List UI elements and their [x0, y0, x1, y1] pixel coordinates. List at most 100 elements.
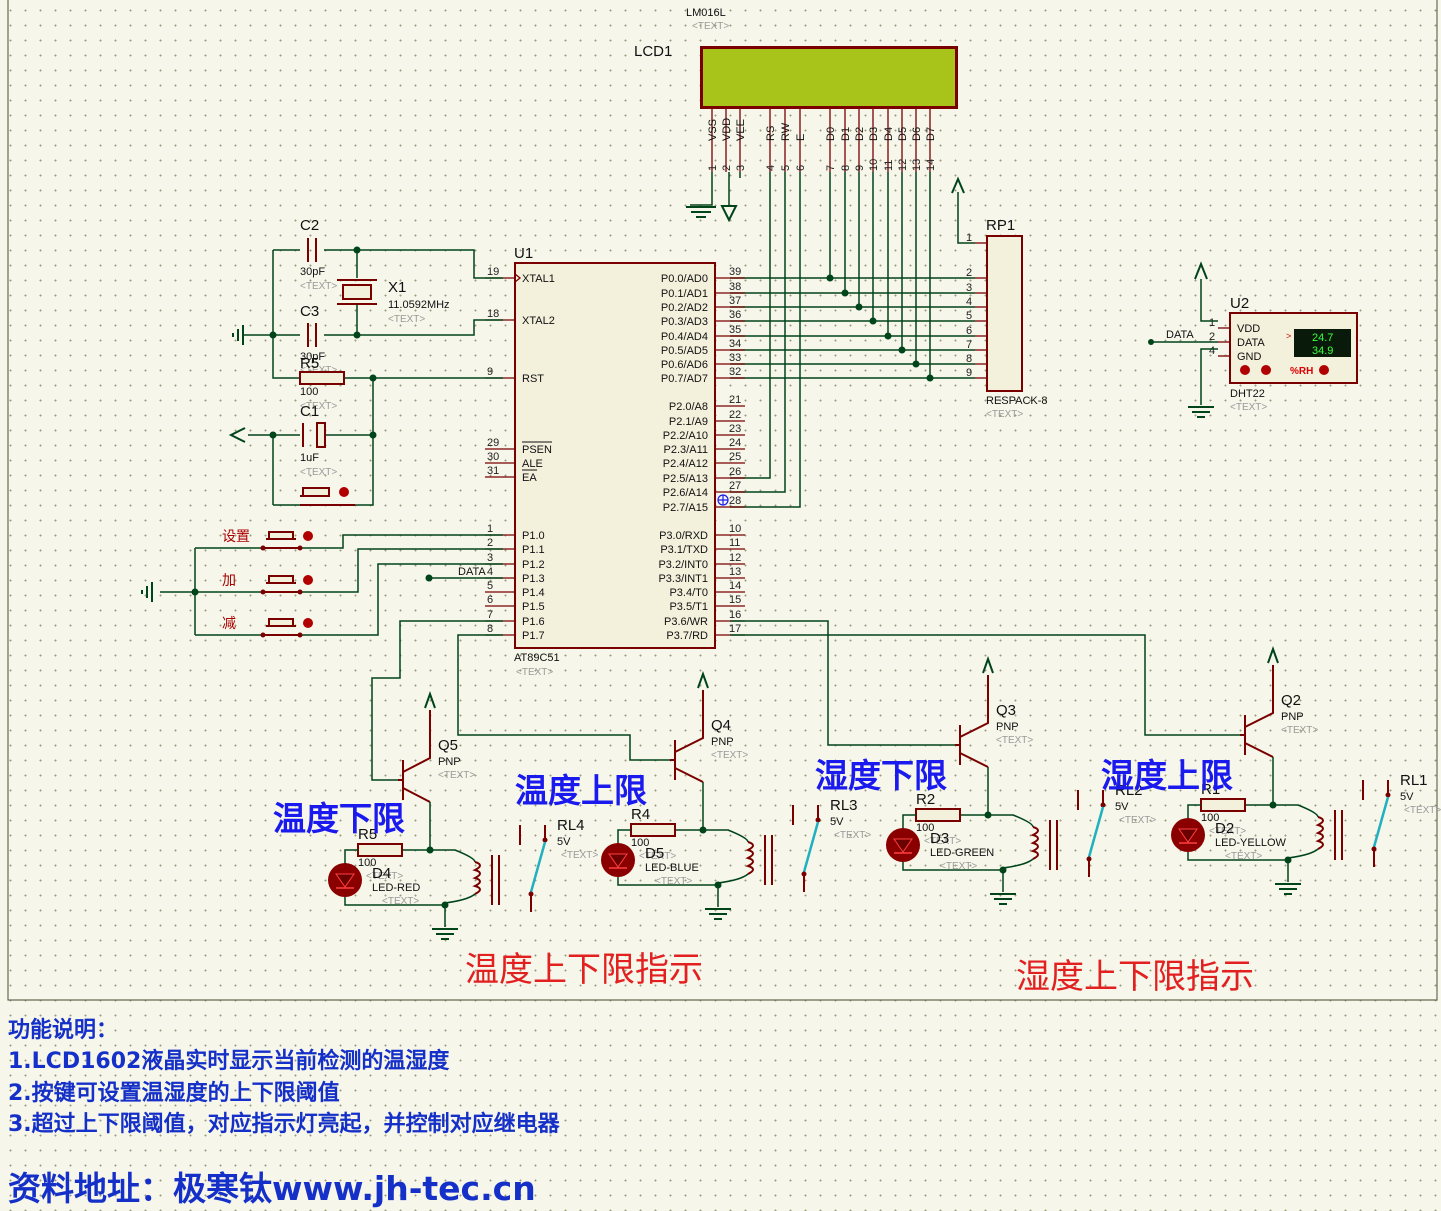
- key-set-button[interactable]: 设置: [222, 529, 313, 551]
- resistor-text: <TEXT>: [366, 871, 403, 882]
- resistor-ref: R5: [358, 826, 377, 843]
- mcu-pin-number: 23: [729, 423, 741, 435]
- mcu-pin-name: P1.0: [522, 530, 545, 542]
- mcu-pin-name: P3.6/WR: [664, 616, 708, 628]
- lcd-pin-number: 9: [854, 165, 866, 171]
- label-temp-high: 温度上限: [515, 771, 647, 810]
- mcu-pin-number: 28: [729, 495, 741, 507]
- mcu-pin-name: P0.7/AD7: [661, 373, 708, 385]
- relay-text: <TEXT>: [834, 830, 871, 841]
- relay-text: <TEXT>: [561, 850, 598, 861]
- mcu-pin-name: P0.0/AD0: [661, 273, 708, 285]
- c3-value: 30pF: [300, 351, 325, 363]
- mcu-pin-number: 15: [729, 594, 741, 606]
- transistor-text: <TEXT>: [711, 750, 748, 761]
- output-drivers: Q5PNP<TEXT>R5100<TEXT>D4LED-RED<TEXT>RL4…: [328, 646, 1441, 940]
- mcu-pin-number: 11: [729, 537, 740, 549]
- relay-ref: RL3: [830, 797, 858, 814]
- mcu-text: <TEXT>: [516, 667, 553, 678]
- mcu-pin-name: P2.3/A11: [664, 444, 708, 456]
- mcu-pin-name: P1.7: [522, 630, 545, 642]
- resistor-r5-top[interactable]: R5 100 <TEXT>: [299, 355, 345, 412]
- rp1-pin-number: 3: [966, 282, 972, 294]
- driver-q4: Q4PNP<TEXT>R4100<TEXT>D5LED-BLUE<TEXT>RL…: [601, 671, 871, 920]
- transistor-text: <TEXT>: [438, 770, 475, 781]
- mcu-pin-number: 38: [729, 281, 741, 293]
- ground-symbol: [232, 325, 244, 345]
- rp1-pin-number: 8: [966, 353, 972, 365]
- c2-value: 30pF: [300, 266, 325, 278]
- mcu-pin-name: P0.5/AD5: [661, 345, 708, 357]
- lcd-pin-number: 4: [765, 165, 777, 171]
- mcu-pin-number: 24: [729, 437, 741, 449]
- lcd-pin-number: 8: [840, 165, 852, 171]
- mcu-pin-name: P0.3/AD3: [661, 316, 708, 328]
- power-arrow-lcd: [720, 205, 738, 223]
- relay-ref: RL4: [557, 817, 585, 834]
- ground-symbol: [705, 908, 731, 920]
- led-model: LED-GREEN: [930, 847, 994, 859]
- label-temp-indicator: 温度上下限指示: [465, 950, 703, 990]
- mcu-pin-name: P3.5/T1: [669, 601, 708, 613]
- relay-ref: RL2: [1115, 782, 1143, 799]
- mcu-body: [514, 262, 716, 649]
- r5-top-text: <TEXT>: [300, 401, 337, 412]
- u2-button-icon[interactable]: [1319, 365, 1329, 375]
- mcu-pin-number: 13: [729, 566, 741, 578]
- lcd-pin-name: E: [795, 134, 807, 141]
- rp1-pin-number: 4: [966, 296, 972, 308]
- u2-button-icon[interactable]: [1261, 365, 1271, 375]
- u2-button-icon[interactable]: [1240, 365, 1250, 375]
- mcu-pin-number: 10: [729, 523, 741, 535]
- mcu-pin-name: P0.6/AD6: [661, 359, 708, 371]
- lcd-pin-name: D1: [840, 127, 852, 141]
- u2-pin-name: VDD: [1237, 323, 1260, 335]
- reset-button[interactable]: [300, 487, 355, 506]
- lcd-pin-name: D7: [925, 127, 937, 141]
- lcd-pin-name: D5: [897, 127, 909, 141]
- mcu-pin-name: P2.2/A10: [663, 430, 708, 442]
- lcd-module[interactable]: LM016L <TEXT> LCD1 VSS1VDD2VEE3RS4RW5E6D…: [634, 7, 958, 172]
- driver-wires: [371, 620, 1240, 781]
- relay-rl4[interactable]: RL4 5V <TEXT>: [430, 817, 598, 912]
- rp1-pin-number: 7: [966, 339, 972, 351]
- u2-pin-name: DATA: [1237, 337, 1265, 349]
- mcu-pin-number: 1: [487, 523, 493, 535]
- crystal-x1[interactable]: X1 11.0592MHz <TEXT>: [337, 279, 450, 325]
- u2-ref: U2: [1230, 295, 1249, 312]
- resistor-value: 100: [631, 837, 649, 849]
- transistor-type: PNP: [996, 721, 1019, 733]
- lcd-pin-name: VEE: [735, 119, 747, 141]
- mcu-pin-name: RST: [522, 373, 544, 385]
- resistor-text: <TEXT>: [1209, 826, 1246, 837]
- key-add-button[interactable]: 加: [222, 573, 313, 595]
- resistor-text: <TEXT>: [639, 851, 676, 862]
- capacitor-c1[interactable]: C1 1uF <TEXT>: [300, 403, 337, 478]
- mcu-u1[interactable]: U1 AT89C51 <TEXT> 19XTAL118XTAL29RST29PS…: [485, 245, 745, 678]
- mcu-pin-name: P0.4/AD4: [661, 331, 708, 343]
- capacitor-c3[interactable]: C3 30pF <TEXT>: [300, 303, 337, 376]
- mcu-pin-name: ALE: [522, 458, 543, 470]
- relay-value: 5V: [557, 836, 571, 848]
- key-sub-button[interactable]: 减: [222, 616, 313, 638]
- data-net-label: DATA: [458, 566, 486, 578]
- capacitor-c2[interactable]: C2 30pF <TEXT>: [300, 217, 337, 292]
- resistor-ref: R2: [916, 791, 935, 808]
